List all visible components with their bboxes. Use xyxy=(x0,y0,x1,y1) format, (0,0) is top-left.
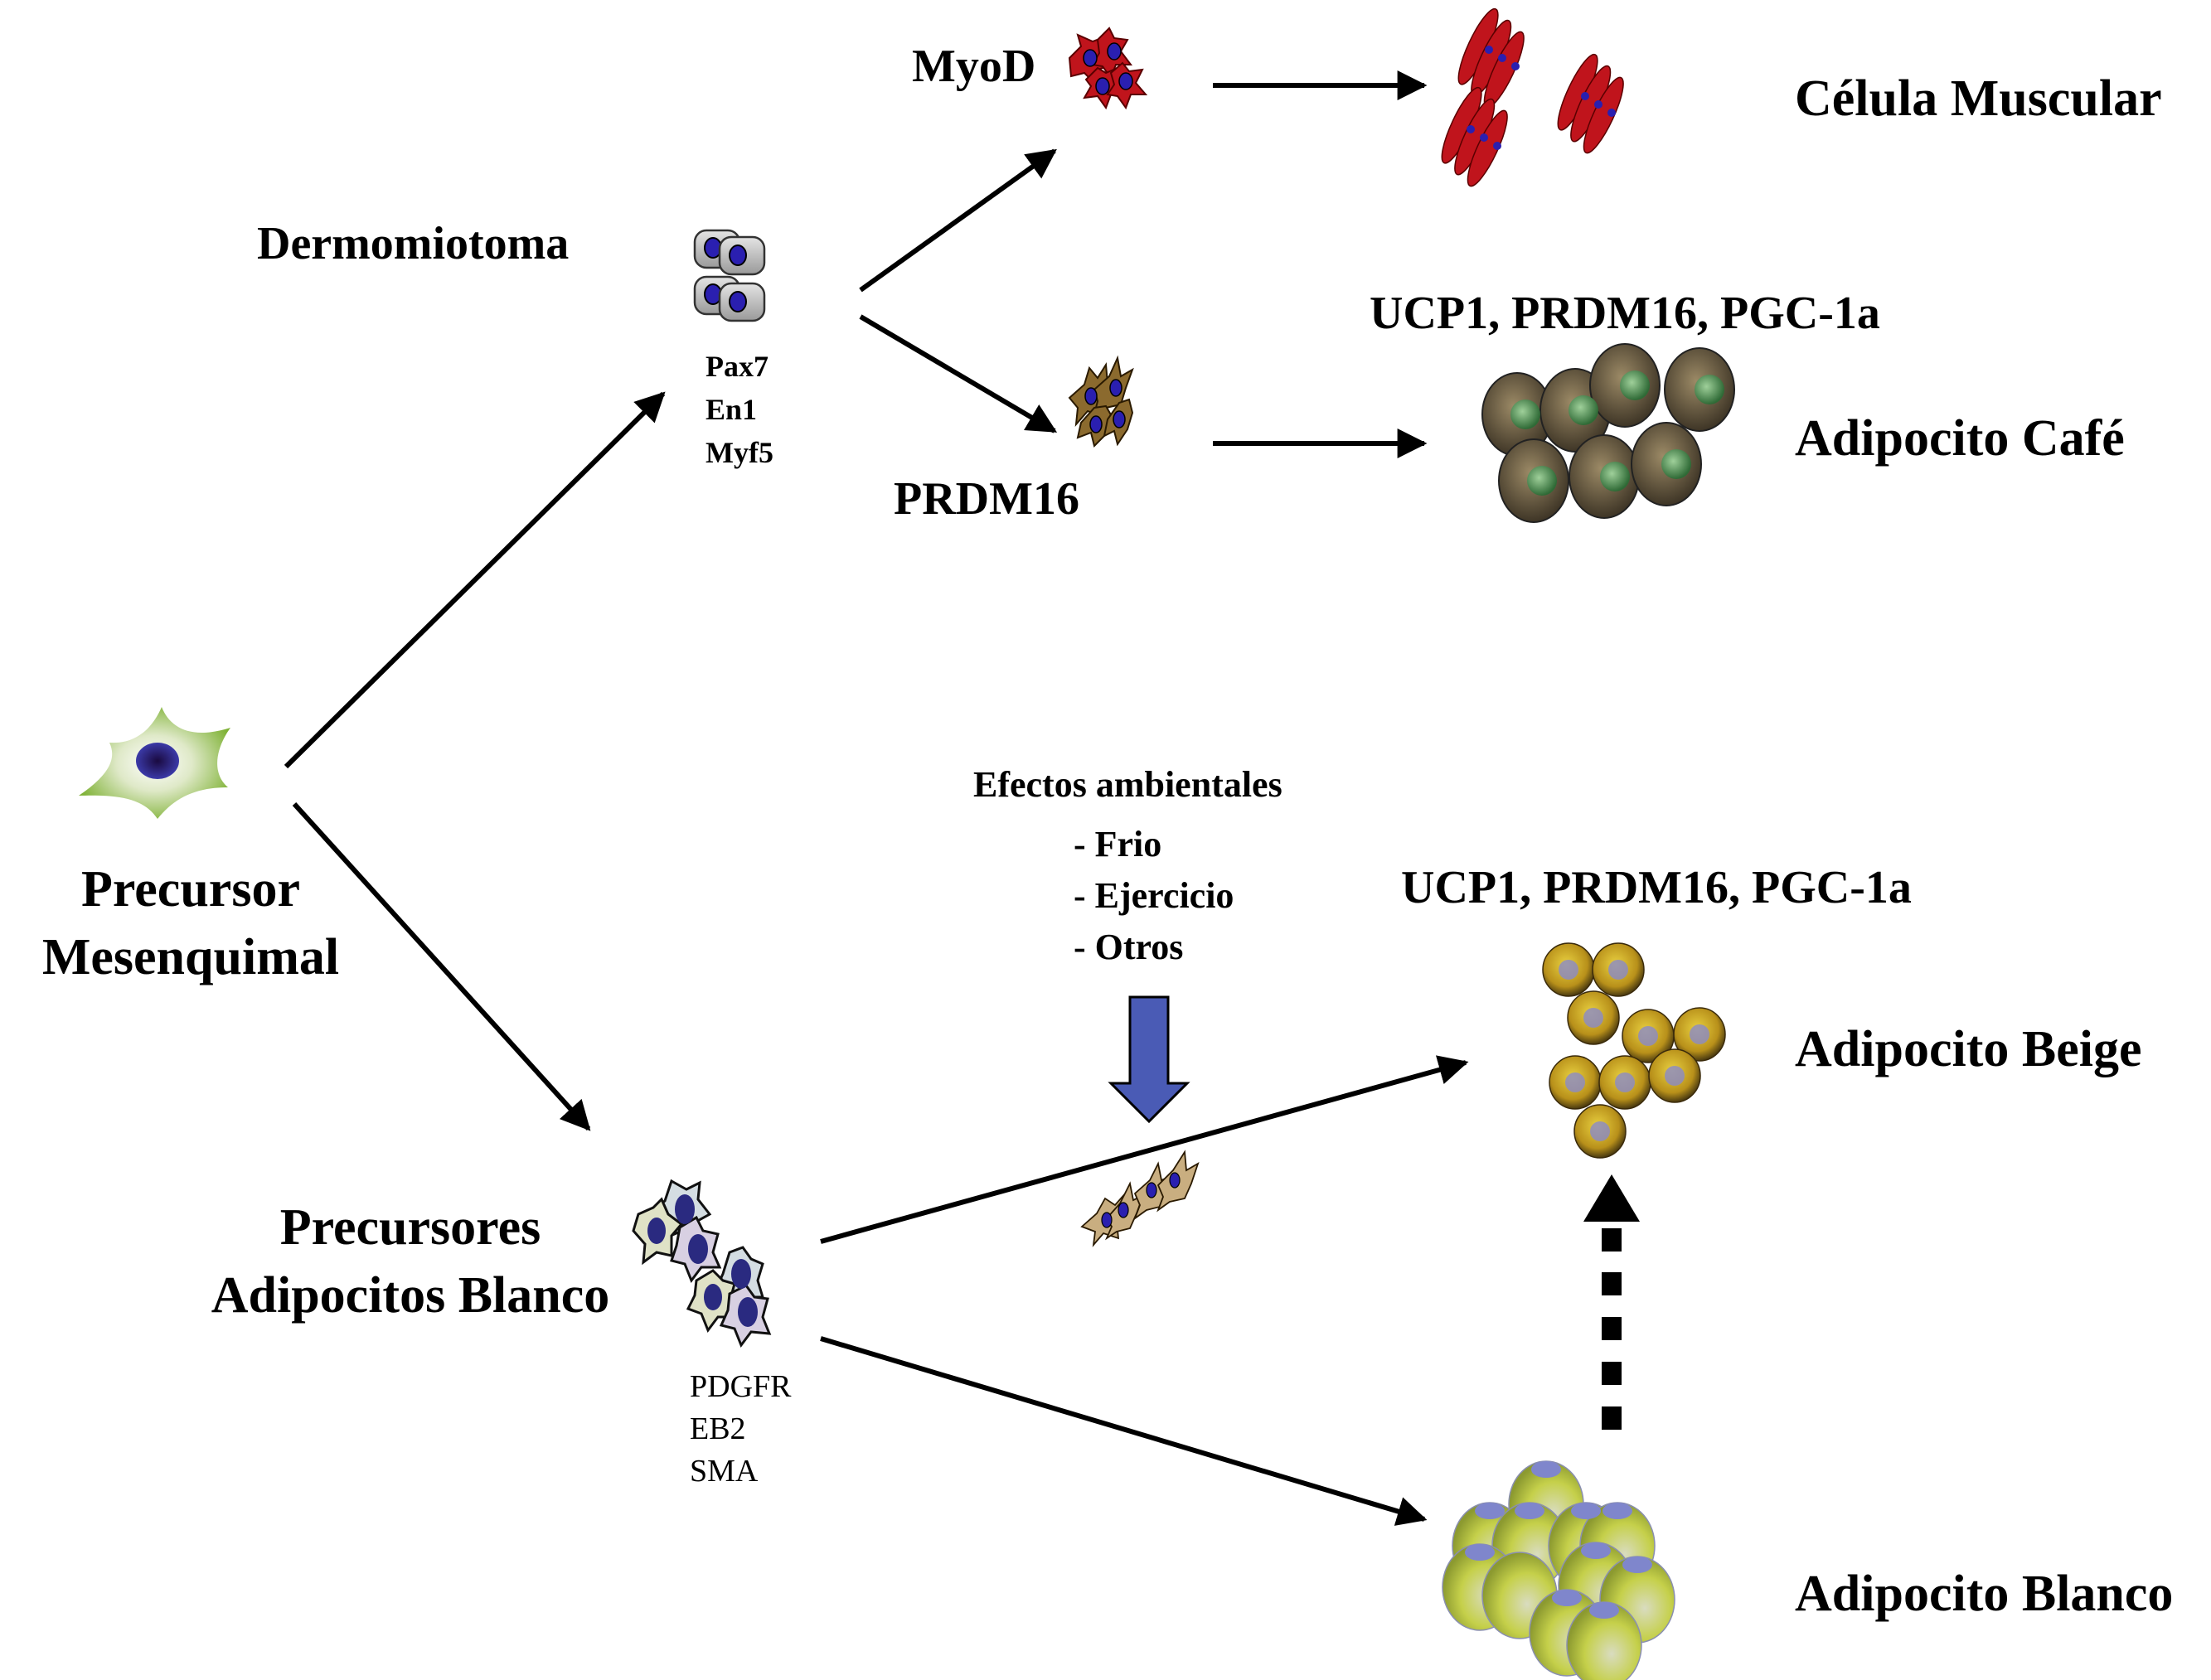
white-precursor-cells-icon xyxy=(632,1179,772,1348)
white-precursor-markers: PDGFR EB2 SMA xyxy=(690,1366,792,1493)
white-precursors-line-2: Adipocitos Blanco xyxy=(211,1267,610,1324)
environmental-effects-list: - Frio - Ejercicio - Otros xyxy=(1074,819,1234,973)
myod-label: MyoD xyxy=(912,41,1036,92)
muscle-cells-icon xyxy=(1441,7,1624,187)
brown-markers-label: UCP1, PRDM16, PGC-1a xyxy=(1370,288,1880,339)
beige-markers-label: UCP1, PRDM16, PGC-1a xyxy=(1401,862,1912,913)
mesenchymal-precursor-label: Precursor Mesenquimal xyxy=(0,855,381,991)
marker-sma: SMA xyxy=(690,1454,759,1489)
environmental-effects-title: Efectos ambientales xyxy=(973,764,1282,805)
prdm16-cells-icon xyxy=(1068,355,1134,448)
arrow-dermomyotome-to-myod xyxy=(859,148,1057,293)
white-adipocyte-label: Adipocito Blanco xyxy=(1795,1566,2174,1622)
beige-adipocyte-label: Adipocito Beige xyxy=(1795,1021,2142,1077)
arrow-dermomyotome-to-prdm16 xyxy=(859,314,1058,433)
dermomyotome-markers: Pax7 En1 Myf5 xyxy=(705,345,773,474)
mesenchymal-label-line-2: Mesenquimal xyxy=(41,929,340,985)
dermomyotome-label: Dermomiotoma xyxy=(257,218,570,269)
myod-cells-icon xyxy=(1068,27,1148,110)
dashed-arrow-white-to-beige xyxy=(1583,1174,1640,1430)
arrow-mesenchymal-to-white-precursors xyxy=(292,801,591,1131)
env-item-other: - Otros xyxy=(1074,927,1184,967)
arrow-white-precursors-to-white xyxy=(820,1336,1428,1526)
mesenchymal-label-line-1: Precursor xyxy=(81,861,300,917)
marker-myf5: Myf5 xyxy=(705,436,773,469)
marker-eb2: EB2 xyxy=(690,1411,746,1446)
dermomyotome-cells-icon xyxy=(693,229,766,322)
mesenchymal-precursor-cell-icon xyxy=(79,707,230,819)
marker-en1: En1 xyxy=(705,393,758,426)
beige-precursor-cells-icon xyxy=(1080,1150,1200,1247)
beige-adipocytes-icon xyxy=(1542,942,1726,1159)
white-adipocytes-icon xyxy=(1442,1460,1675,1680)
white-precursors-line-1: Precursores xyxy=(279,1199,541,1256)
prdm16-label: PRDM16 xyxy=(894,473,1079,525)
arrow-white-precursors-to-beige xyxy=(820,1055,1469,1244)
marker-pdgfr: PDGFR xyxy=(690,1369,792,1404)
brown-adipocytes-icon xyxy=(1481,343,1735,523)
env-item-exercise: - Ejercicio xyxy=(1074,875,1234,916)
environmental-effects-arrow-icon xyxy=(1108,995,1190,1124)
marker-pax7: Pax7 xyxy=(705,350,769,383)
white-precursors-label: Precursores Adipocitos Blanco xyxy=(170,1193,651,1329)
muscle-cell-label: Célula Muscular xyxy=(1795,70,2162,127)
brown-adipocyte-label: Adipocito Café xyxy=(1795,410,2125,467)
env-item-cold: - Frio xyxy=(1074,824,1162,864)
arrow-mesenchymal-to-dermomyotome xyxy=(284,391,666,769)
